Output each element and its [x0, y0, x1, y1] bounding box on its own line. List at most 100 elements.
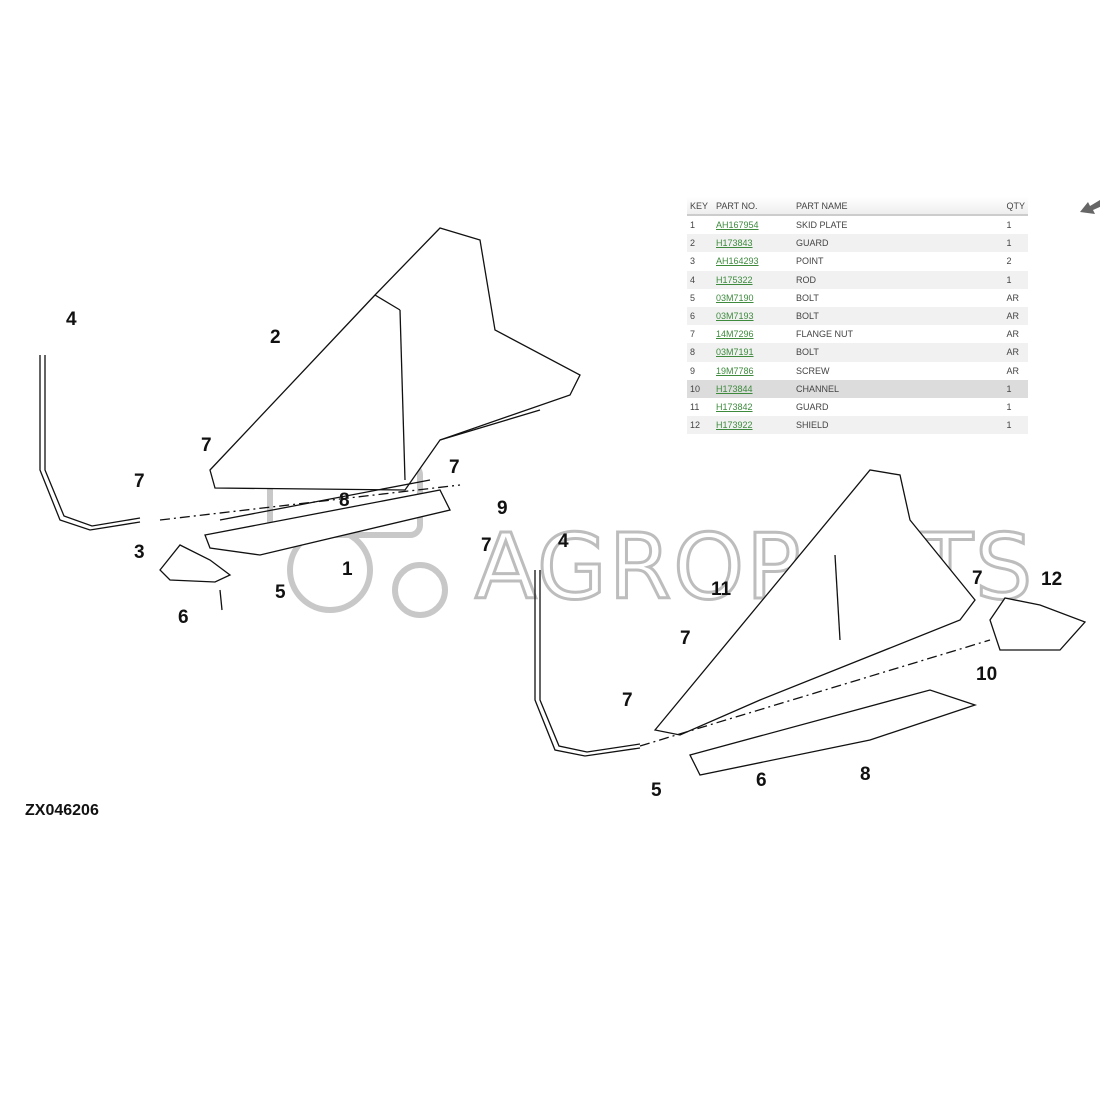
table-row[interactable]: 1 AH167954 SKID PLATE 1	[687, 215, 1028, 234]
part-name-cell: FLANGE NUT	[796, 329, 854, 340]
key-cell: 4	[687, 270, 713, 289]
diagram-code: ZX046206	[25, 802, 99, 819]
table-row[interactable]: 8 03M7191 BOLT AR	[687, 343, 1028, 362]
part-number-link[interactable]: AH167954	[716, 220, 759, 231]
part-name-cell: POINT	[796, 256, 824, 267]
header-part-name: PART NAME	[793, 197, 1004, 216]
qty-cell: AR	[1003, 306, 1028, 326]
qty-cell: 1	[1006, 220, 1012, 231]
part-no-cell[interactable]: 03M7190	[713, 289, 793, 307]
arrow-icon	[1080, 200, 1100, 214]
parts-table: KEY PART NO. PART NAME QTY 1 AH167954 SK…	[687, 197, 1028, 435]
key-cell: 10	[687, 379, 713, 398]
qty-cell: 1	[1003, 379, 1028, 398]
table-row[interactable]: 7 14M7296 FLANGE NUT AR	[687, 325, 1028, 343]
part-name-cell: GUARD	[796, 401, 829, 412]
header-part-no: PART NO.	[713, 197, 793, 216]
callout: 6	[178, 607, 189, 628]
qty-cell: 1	[1003, 234, 1028, 253]
part-number-link[interactable]: H173844	[716, 383, 753, 394]
key-cell: 7	[690, 329, 696, 340]
part-name-cell: GUARD	[793, 234, 1004, 253]
part-name-cell: BOLT	[793, 306, 1004, 326]
part-number-link[interactable]: 14M7296	[716, 329, 754, 340]
callout: 8	[860, 764, 871, 785]
header-key: KEY	[687, 197, 713, 216]
part-no-cell[interactable]: H173922	[713, 416, 793, 435]
part-no-cell[interactable]: H173844	[713, 379, 793, 398]
part-number-link[interactable]: H173842	[716, 401, 753, 412]
callouts-right: 4 11 7 12 7 10 7 5 6 8	[558, 531, 1062, 801]
part-number-link[interactable]: 19M7786	[716, 365, 754, 376]
part-no-cell[interactable]: 03M7193	[713, 306, 793, 326]
callout: 10	[976, 664, 997, 685]
part-number-link[interactable]: H173843	[716, 238, 753, 249]
qty-cell: 1	[1003, 416, 1028, 435]
key-cell: 12	[687, 416, 713, 435]
table-row[interactable]: 12 H173922 SHIELD 1	[687, 416, 1028, 435]
part-number-link[interactable]: 03M7190	[716, 292, 754, 303]
callout: 7	[201, 435, 212, 456]
table-row[interactable]: 3 AH164293 POINT 2	[687, 252, 1028, 270]
table-row[interactable]: 6 03M7193 BOLT AR	[687, 306, 1028, 326]
table-row[interactable]: 4 H175322 ROD 1	[687, 270, 1028, 289]
key-cell: 3	[690, 256, 696, 267]
callout: 4	[66, 309, 77, 330]
key-cell: 11	[690, 401, 700, 412]
key-cell: 9	[690, 365, 696, 376]
qty-cell: 1	[1003, 270, 1028, 289]
part-number-link[interactable]: H173922	[716, 420, 753, 431]
qty-cell: AR	[1006, 365, 1019, 376]
part-no-cell[interactable]: H173842	[713, 398, 793, 416]
qty-cell: AR	[1006, 292, 1019, 303]
part-name-cell: BOLT	[793, 343, 1004, 362]
callout: 8	[339, 490, 350, 511]
callout: 4	[558, 531, 569, 552]
part-number-link[interactable]: H175322	[716, 274, 753, 285]
qty-cell: 2	[1006, 256, 1012, 267]
key-cell: 8	[687, 343, 713, 362]
header-qty: QTY	[1003, 197, 1028, 216]
qty-cell: AR	[1006, 329, 1019, 340]
key-cell: 2	[687, 234, 713, 253]
part-name-cell: SCREW	[796, 365, 830, 376]
left-assembly	[39, 227, 581, 611]
part-no-cell[interactable]: H175322	[713, 270, 793, 289]
qty-cell: AR	[1003, 343, 1028, 362]
part-number-link[interactable]: 03M7193	[716, 311, 754, 322]
right-assembly	[534, 469, 1087, 776]
callout: 7	[134, 471, 145, 492]
callout: 12	[1041, 569, 1062, 590]
table-row[interactable]: 2 H173843 GUARD 1	[687, 234, 1028, 253]
qty-cell: 1	[1006, 401, 1012, 412]
part-number-link[interactable]: 03M7191	[716, 347, 754, 358]
callout: 9	[497, 498, 508, 519]
part-no-cell[interactable]: 14M7296	[713, 325, 793, 343]
callout: 3	[134, 542, 145, 563]
part-name-cell: SKID PLATE	[796, 220, 848, 231]
part-no-cell[interactable]: 19M7786	[713, 362, 793, 380]
callout: 7	[449, 457, 460, 478]
table-row[interactable]: 5 03M7190 BOLT AR	[687, 289, 1028, 307]
part-no-cell[interactable]: H173843	[713, 234, 793, 253]
table-row[interactable]: 10 H173844 CHANNEL 1	[687, 379, 1028, 398]
part-no-cell[interactable]: AH167954	[713, 215, 793, 234]
part-name-cell: SHIELD	[793, 416, 1004, 435]
table-row[interactable]: 9 19M7786 SCREW AR	[687, 362, 1028, 380]
callouts-left: 4 2 7 7 7 8 9 7 3 1 5 6	[66, 309, 508, 628]
part-no-cell[interactable]: 03M7191	[713, 343, 793, 362]
part-no-cell[interactable]: AH164293	[713, 252, 793, 270]
callout: 11	[711, 579, 732, 600]
key-cell: 5	[690, 292, 696, 303]
part-number-link[interactable]: AH164293	[716, 256, 759, 267]
part-name-cell: ROD	[793, 270, 1004, 289]
callout: 1	[342, 559, 353, 580]
callout: 5	[275, 582, 286, 603]
callout: 7	[622, 690, 633, 711]
table-row[interactable]: 11 H173842 GUARD 1	[687, 398, 1028, 416]
key-cell: 6	[687, 306, 713, 326]
part-name-cell: CHANNEL	[793, 379, 1004, 398]
callout: 7	[680, 628, 691, 649]
callout: 7	[972, 568, 983, 589]
